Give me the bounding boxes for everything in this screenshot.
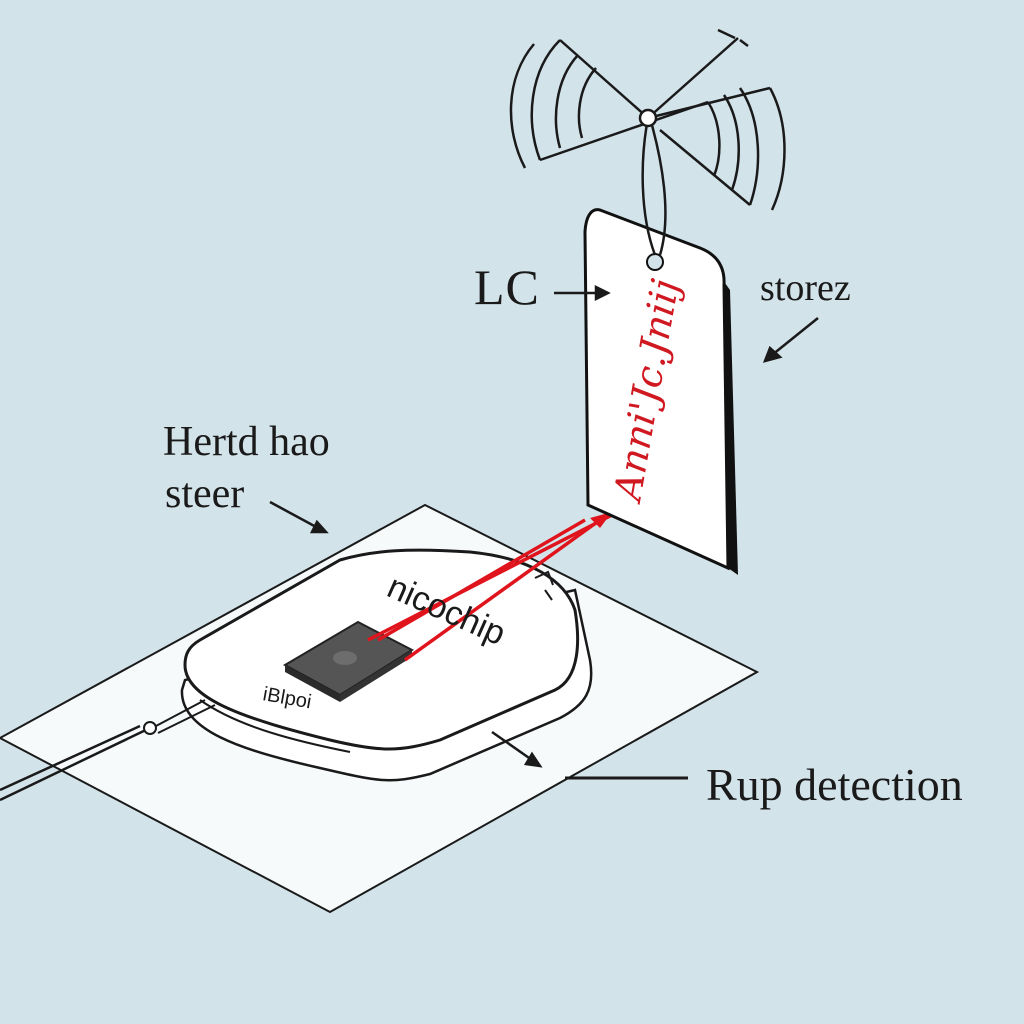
label-storez: storez	[760, 267, 851, 309]
microchip-mark	[333, 651, 357, 665]
cable	[0, 724, 151, 802]
signal-arrowhead	[590, 512, 612, 528]
tag-side	[700, 248, 738, 575]
signal-lines	[367, 513, 613, 662]
label-hertd-hao: Hertd hao	[163, 419, 330, 465]
tag-hole	[646, 253, 664, 271]
device-clip	[534, 570, 554, 601]
arrow-icon	[554, 284, 611, 302]
antenna-hub	[638, 108, 658, 128]
arrow-icon	[762, 317, 819, 363]
device-edge-line	[199, 699, 351, 753]
cable-lead	[155, 699, 216, 734]
label-lc: LC	[474, 259, 540, 315]
arrow-icon	[269, 500, 329, 534]
label-steer: steer	[165, 471, 245, 517]
tag-card	[583, 208, 730, 571]
microchip-front	[340, 650, 412, 702]
cable-connector	[143, 721, 157, 735]
microchip-side	[285, 665, 340, 702]
antenna-icon	[509, 28, 786, 256]
arrow-icon	[491, 730, 543, 768]
label-rup-detection: Rup detection	[706, 759, 963, 810]
